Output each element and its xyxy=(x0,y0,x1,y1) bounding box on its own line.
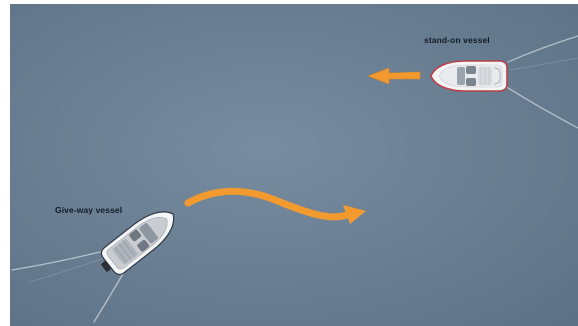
stand-on-vessel-label: stand-on vessel xyxy=(424,35,490,45)
give-way-vessel-label: Give-way vessel xyxy=(55,205,122,215)
stand-on-vessel-icon xyxy=(431,61,507,91)
water-background xyxy=(10,4,578,326)
